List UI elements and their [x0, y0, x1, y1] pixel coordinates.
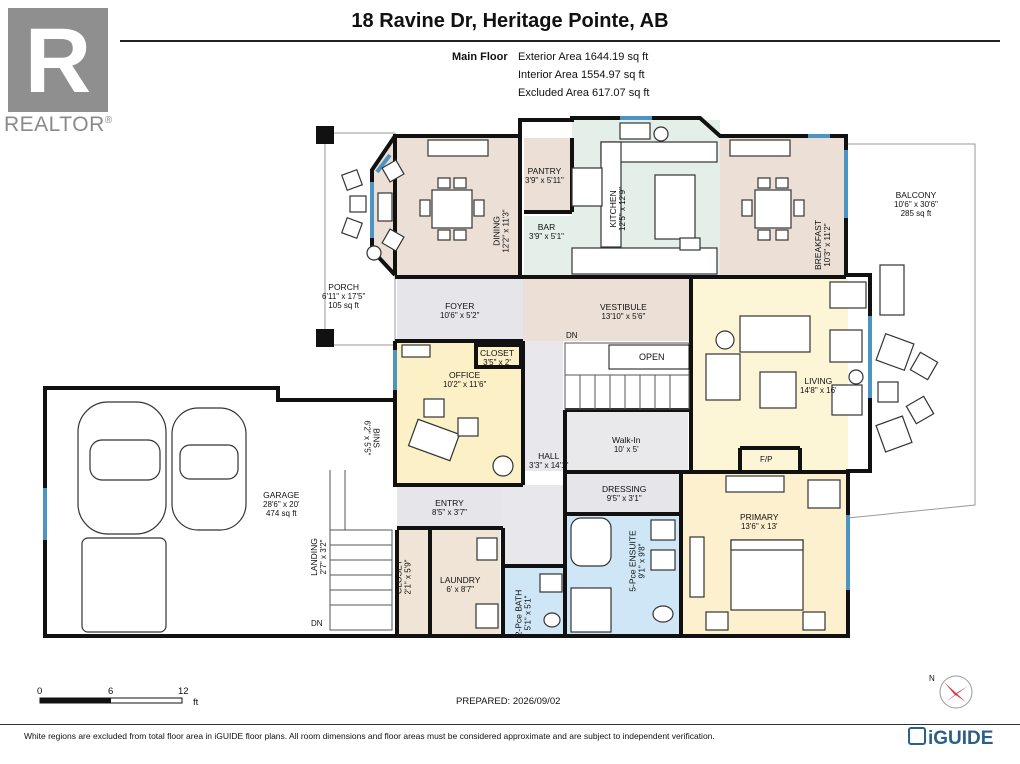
label-fp: F/P — [760, 455, 773, 464]
prepared-date: PREPARED: 2026/09/02 — [456, 696, 561, 707]
dressing-room — [567, 474, 681, 514]
lower-closet — [397, 530, 430, 634]
porch-post — [316, 329, 334, 347]
header-divider — [120, 40, 1000, 42]
scale-label-12: 12 — [178, 686, 189, 697]
dining-furniture — [419, 139, 805, 241]
kitchen-fixtures — [571, 122, 718, 275]
area-summary: Main Floor Exterior Area 1644.19 sq ft In… — [452, 48, 649, 102]
iguide-logo: iGUIDE — [908, 727, 993, 750]
walk-in-closet — [567, 412, 688, 472]
realtor-logo: R — [8, 8, 108, 112]
scale-label-6: 6 — [108, 686, 114, 697]
vestibule — [523, 279, 691, 341]
page-title: 18 Ravine Dr, Heritage Pointe, AB — [351, 10, 669, 32]
footer-divider — [0, 724, 1020, 725]
pantry — [524, 138, 572, 212]
footer-note: White regions are excluded from total fl… — [24, 731, 715, 741]
primary-furniture — [689, 475, 841, 631]
label-dn-upper: DN — [566, 331, 578, 340]
foyer — [397, 279, 523, 341]
scale-unit: ft — [193, 697, 199, 708]
lower-hall — [503, 485, 563, 565]
excluded-area: Excluded Area 617.07 sq ft — [518, 87, 650, 99]
stairs-lower — [329, 470, 393, 631]
garage-cars — [77, 401, 247, 633]
iguide-text: iGUIDE — [928, 728, 994, 749]
compass-label: N — [929, 674, 935, 683]
realtor-mark: ® — [104, 115, 113, 126]
floor-label: Main Floor — [452, 51, 508, 63]
bar — [524, 216, 572, 276]
realtor-wordmark: REALTOR® — [4, 113, 113, 137]
entry — [397, 485, 503, 527]
open-area — [608, 344, 690, 370]
label-open: OPEN — [639, 352, 665, 362]
compass-icon — [939, 675, 973, 709]
balcony-area — [847, 143, 976, 519]
exterior-area: Exterior Area 1644.19 sq ft — [518, 51, 649, 63]
porch-post — [316, 126, 334, 144]
bath-fixtures — [475, 517, 676, 633]
living-furniture — [705, 264, 905, 416]
windows — [43, 116, 872, 590]
label-dn-lower: DN — [311, 619, 323, 628]
iguide-icon — [908, 727, 926, 745]
interior-area: Interior Area 1554.97 sq ft — [518, 69, 645, 81]
office-furniture — [401, 344, 514, 477]
stairs-upper — [564, 342, 690, 410]
hall — [523, 341, 563, 471]
scale-label-0: 0 — [37, 686, 43, 697]
realtor-text: REALTOR — [4, 113, 105, 136]
scale-bar — [39, 697, 183, 704]
outdoor-furniture — [340, 159, 939, 453]
realtor-logo-letter: R — [25, 10, 91, 112]
